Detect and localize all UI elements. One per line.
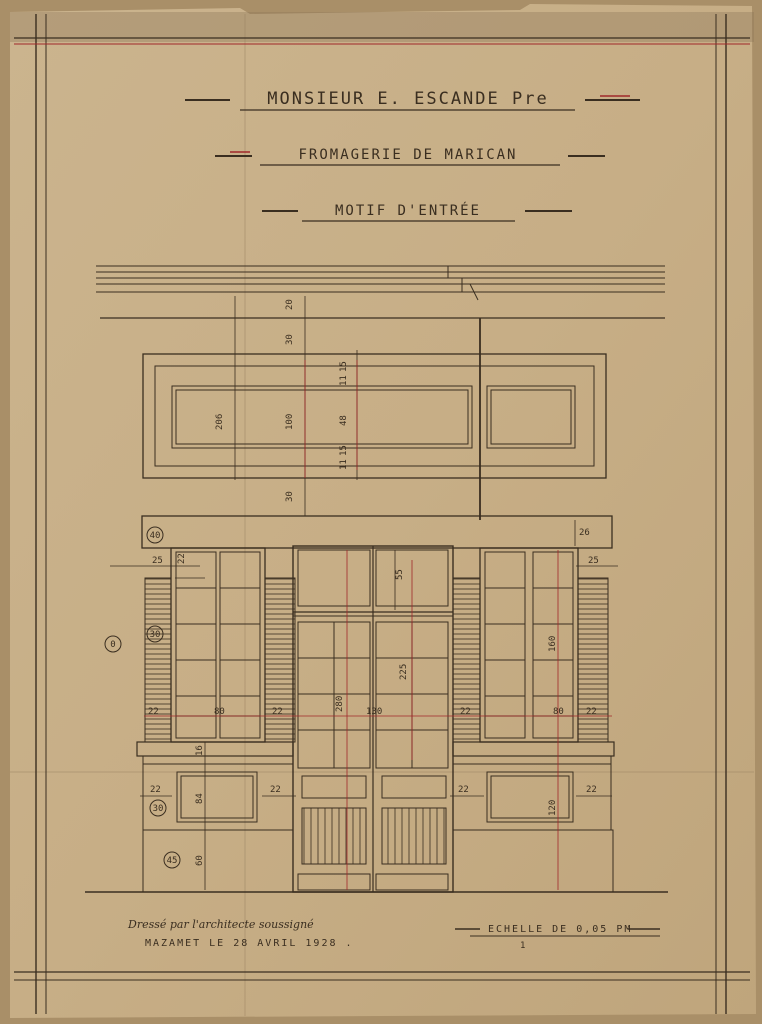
circle-0: 0 bbox=[110, 640, 115, 650]
drawing-border bbox=[14, 14, 750, 1014]
lower-dimension-lines bbox=[110, 520, 618, 890]
dim-22-top-left: 22 bbox=[177, 553, 187, 564]
paper-stain-top bbox=[10, 12, 754, 42]
left-window bbox=[170, 547, 266, 743]
signature-line-1: Dressé par l'architecte soussigné bbox=[127, 918, 314, 931]
dim-22-left-shutter: 22 bbox=[148, 707, 159, 717]
dim-48: 48 bbox=[339, 415, 349, 426]
circled-markers: 40 30 30 45 0 bbox=[104, 526, 181, 869]
dim-15-top: 15 bbox=[339, 361, 349, 372]
dim-11-top: 11 bbox=[339, 375, 349, 386]
cornice bbox=[96, 265, 665, 319]
title-block: MONSIEUR E. ESCANDE Pre FROMAGERIE DE MA… bbox=[185, 89, 640, 222]
client-title: MONSIEUR E. ESCANDE Pre bbox=[267, 89, 548, 109]
dim-11-bottom: 11 bbox=[339, 459, 349, 470]
dim-22-base-mid-b: 22 bbox=[458, 785, 469, 795]
scale-label: ECHELLE DE 0,05 PM bbox=[488, 924, 632, 935]
dim-25-right: 25 bbox=[588, 556, 599, 566]
circle-30-b: 30 bbox=[153, 804, 164, 814]
dim-15-bottom: 15 bbox=[339, 445, 349, 456]
upper-dimension-lines bbox=[234, 296, 358, 516]
dim-130: 130 bbox=[366, 707, 382, 717]
dim-22-base-left: 22 bbox=[150, 785, 161, 795]
scale-mark: 1 bbox=[520, 941, 525, 951]
dim-160: 160 bbox=[548, 636, 558, 652]
dim-120: 120 bbox=[548, 800, 558, 816]
upper-panel bbox=[142, 353, 607, 479]
circle-40: 40 bbox=[150, 531, 161, 541]
dim-26: 26 bbox=[579, 528, 590, 538]
dim-30-top: 30 bbox=[285, 334, 295, 345]
dim-30-bottom: 30 bbox=[285, 491, 295, 502]
dim-25-left: 25 bbox=[152, 556, 163, 566]
footer-notes: Dressé par l'architecte soussigné MAZAME… bbox=[127, 918, 660, 951]
dim-16: 16 bbox=[195, 745, 205, 756]
dim-100: 100 bbox=[285, 414, 295, 430]
dim-20: 20 bbox=[285, 299, 295, 310]
dim-84: 84 bbox=[195, 793, 205, 804]
dim-22-mid-a: 22 bbox=[272, 707, 283, 717]
circle-30-a: 30 bbox=[150, 630, 161, 640]
dim-22-right-shutter: 22 bbox=[586, 707, 597, 717]
dim-55: 55 bbox=[395, 569, 405, 580]
dim-80-right: 80 bbox=[553, 707, 564, 717]
dim-225: 225 bbox=[399, 664, 409, 680]
signature-line-2: MAZAMET LE 28 AVRIL 1928 . bbox=[145, 938, 354, 949]
dim-80-left: 80 bbox=[214, 707, 225, 717]
shutters bbox=[144, 577, 609, 743]
dim-22-mid-b: 22 bbox=[460, 707, 471, 717]
project-title: FROMAGERIE DE MARICAN bbox=[298, 147, 517, 163]
window-base bbox=[85, 741, 668, 893]
subject-title: MOTIF D'ENTRÉE bbox=[335, 202, 481, 219]
fascia bbox=[141, 515, 613, 549]
circle-45: 45 bbox=[167, 856, 178, 866]
dim-60: 60 bbox=[195, 855, 205, 866]
dim-22-base-mid-a: 22 bbox=[270, 785, 281, 795]
dim-280: 280 bbox=[335, 696, 345, 712]
dim-206: 206 bbox=[215, 414, 225, 430]
dim-22-base-right: 22 bbox=[586, 785, 597, 795]
